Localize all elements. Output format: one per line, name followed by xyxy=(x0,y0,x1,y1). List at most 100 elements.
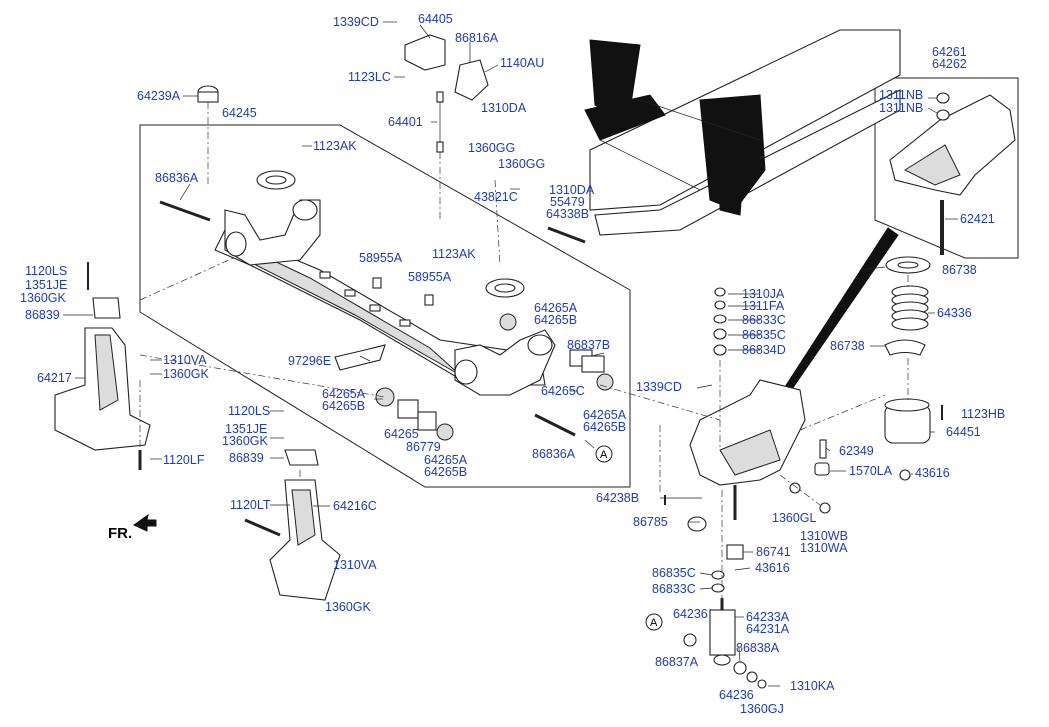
part-label-64265B-a[interactable]: 64265B xyxy=(534,313,577,327)
part-label-86839-a[interactable]: 86839 xyxy=(25,308,60,322)
part-label-1311FA[interactable]: 1311FA xyxy=(742,299,785,313)
part-label-1360GK-c[interactable]: 1360GK xyxy=(222,434,269,448)
part-label-1120LF[interactable]: 1120LF xyxy=(163,453,205,467)
part-label-1351JE-a[interactable]: 1351JE xyxy=(25,278,67,292)
part-label-64451[interactable]: 64451 xyxy=(946,425,981,439)
part-label-64265A-a[interactable]: 64265A xyxy=(534,301,578,315)
part-label-64265B-c[interactable]: 64265B xyxy=(583,420,626,434)
part-label-64231A[interactable]: 64231A xyxy=(746,622,790,636)
part-label-64265A-d[interactable]: 64265A xyxy=(424,453,468,467)
part-label-1310DA-a[interactable]: 1310DA xyxy=(481,101,527,115)
callout-a-left[interactable]: A xyxy=(645,613,663,631)
part-label-1351JE-b[interactable]: 1351JE xyxy=(225,422,267,436)
part-label-1120LS-b[interactable]: 1120LS xyxy=(228,404,270,418)
part-label-1360GK-a[interactable]: 1360GK xyxy=(20,291,67,305)
part-labels: 1339CD 64405 86816A 1140AU 1123LC 64239A… xyxy=(20,12,1005,716)
part-label-1310VA-b[interactable]: 1310VA xyxy=(333,558,377,572)
part-label-1310DA-b[interactable]: 1310DA xyxy=(549,183,595,197)
part-label-1570LA[interactable]: 1570LA xyxy=(849,464,893,478)
part-label-86785[interactable]: 86785 xyxy=(633,515,668,529)
part-label-43821C[interactable]: 43821C xyxy=(474,190,518,204)
part-label-1360GL[interactable]: 1360GL xyxy=(772,511,817,525)
part-label-86816A[interactable]: 86816A xyxy=(455,31,499,45)
assembly-center-lines xyxy=(139,102,909,600)
part-label-86835C-a[interactable]: 86835C xyxy=(742,328,786,342)
part-label-86835C-b[interactable]: 86835C xyxy=(652,566,696,580)
part-label-1310WB[interactable]: 1310WB xyxy=(800,529,848,543)
part-label-1339CD-top[interactable]: 1339CD xyxy=(333,15,379,29)
part-label-86836A-a[interactable]: 86836A xyxy=(155,171,199,185)
part-label-86741[interactable]: 86741 xyxy=(756,545,791,559)
crossmember-group-frame xyxy=(139,124,631,488)
part-label-64233A[interactable]: 64233A xyxy=(746,610,790,624)
part-label-1360GG-b[interactable]: 1360GG xyxy=(498,157,545,171)
part-label-1310JA[interactable]: 1310JA xyxy=(742,287,785,301)
part-label-64239A[interactable]: 64239A xyxy=(137,89,181,103)
part-label-1123AK-b[interactable]: 1123AK xyxy=(432,247,476,261)
part-label-64265C[interactable]: 64265C xyxy=(541,384,585,398)
part-label-86779[interactable]: 86779 xyxy=(406,440,441,454)
part-label-64238B[interactable]: 64238B xyxy=(596,491,639,505)
part-label-64265B-b[interactable]: 64265B xyxy=(322,399,365,413)
leader-lines xyxy=(63,21,958,687)
part-label-1123AK-a[interactable]: 1123AK xyxy=(313,139,357,153)
part-label-64265A-c[interactable]: 64265A xyxy=(583,408,627,422)
part-label-58955A-a[interactable]: 58955A xyxy=(359,251,403,265)
part-label-86833C-a[interactable]: 86833C xyxy=(742,313,786,327)
part-label-1140AU[interactable]: 1140AU xyxy=(500,56,544,70)
part-label-64216C[interactable]: 64216C xyxy=(333,499,377,513)
part-label-1339CD-b[interactable]: 1339CD xyxy=(636,380,682,394)
part-label-64217[interactable]: 64217 xyxy=(37,371,72,385)
part-label-86834D[interactable]: 86834D xyxy=(742,343,786,357)
part-label-1311NB-b[interactable]: 1311NB xyxy=(879,101,923,115)
part-label-1310WA[interactable]: 1310WA xyxy=(800,541,848,555)
part-label-62421[interactable]: 62421 xyxy=(960,212,995,226)
part-label-64236-b[interactable]: 64236 xyxy=(719,688,754,702)
bracket-group-frame xyxy=(874,77,1019,259)
part-label-1123HB[interactable]: 1123HB xyxy=(961,407,1005,421)
part-label-1360GK-d[interactable]: 1360GK xyxy=(325,600,372,614)
part-label-64336[interactable]: 64336 xyxy=(937,306,972,320)
part-label-1120LS-a[interactable]: 1120LS xyxy=(25,264,67,278)
part-label-86837B[interactable]: 86837B xyxy=(567,338,610,352)
part-label-1311NB-a[interactable]: 1311NB xyxy=(879,88,923,102)
part-label-86836A-b[interactable]: 86836A xyxy=(532,447,576,461)
part-label-43616-b[interactable]: 43616 xyxy=(755,561,790,575)
part-label-1360GK-b[interactable]: 1360GK xyxy=(163,367,210,381)
part-label-64236-a[interactable]: 64236 xyxy=(673,607,708,621)
part-label-64245[interactable]: 64245 xyxy=(222,106,257,120)
left-brackets xyxy=(54,262,341,601)
part-label-1310VA-a[interactable]: 1310VA xyxy=(163,353,207,367)
part-label-97296E[interactable]: 97296E xyxy=(288,354,331,368)
part-label-86738-a[interactable]: 86738 xyxy=(942,263,977,277)
part-label-64265B-d[interactable]: 64265B xyxy=(424,465,467,479)
part-label-1123LC[interactable]: 1123LC xyxy=(348,70,391,84)
part-label-62349[interactable]: 62349 xyxy=(839,444,874,458)
part-label-43616-a[interactable]: 43616 xyxy=(915,466,950,480)
part-label-86738-b[interactable]: 86738 xyxy=(830,339,865,353)
part-label-1120LT[interactable]: 1120LT xyxy=(230,498,271,512)
part-label-86839-b[interactable]: 86839 xyxy=(229,451,264,465)
part-label-64401[interactable]: 64401 xyxy=(388,115,423,129)
part-label-64405[interactable]: 64405 xyxy=(418,12,453,26)
callout-a-right[interactable]: A xyxy=(595,445,613,463)
part-label-64265A-b[interactable]: 64265A xyxy=(322,387,366,401)
vehicle-frame-illustration xyxy=(584,29,901,236)
part-label-64338B[interactable]: 64338B xyxy=(546,207,589,221)
part-label-64265[interactable]: 64265 xyxy=(384,427,419,441)
front-label: FR. xyxy=(108,525,132,542)
callout-a-label: A xyxy=(600,449,608,461)
part-label-1360GJ[interactable]: 1360GJ xyxy=(740,702,784,716)
part-label-64262[interactable]: 64262 xyxy=(932,57,967,71)
front-arrow-icon xyxy=(133,513,157,532)
part-label-86837A[interactable]: 86837A xyxy=(655,655,699,669)
part-label-58955A-b[interactable]: 58955A xyxy=(408,270,452,284)
part-label-86838A[interactable]: 86838A xyxy=(736,641,780,655)
part-label-1360GG-a[interactable]: 1360GG xyxy=(468,141,515,155)
part-label-55479[interactable]: 55479 xyxy=(550,195,585,209)
part-label-86833C-b[interactable]: 86833C xyxy=(652,582,696,596)
crossmember-assembly xyxy=(214,199,556,396)
part-label-1310KA[interactable]: 1310KA xyxy=(790,679,835,693)
part-label-64261[interactable]: 64261 xyxy=(932,45,967,59)
